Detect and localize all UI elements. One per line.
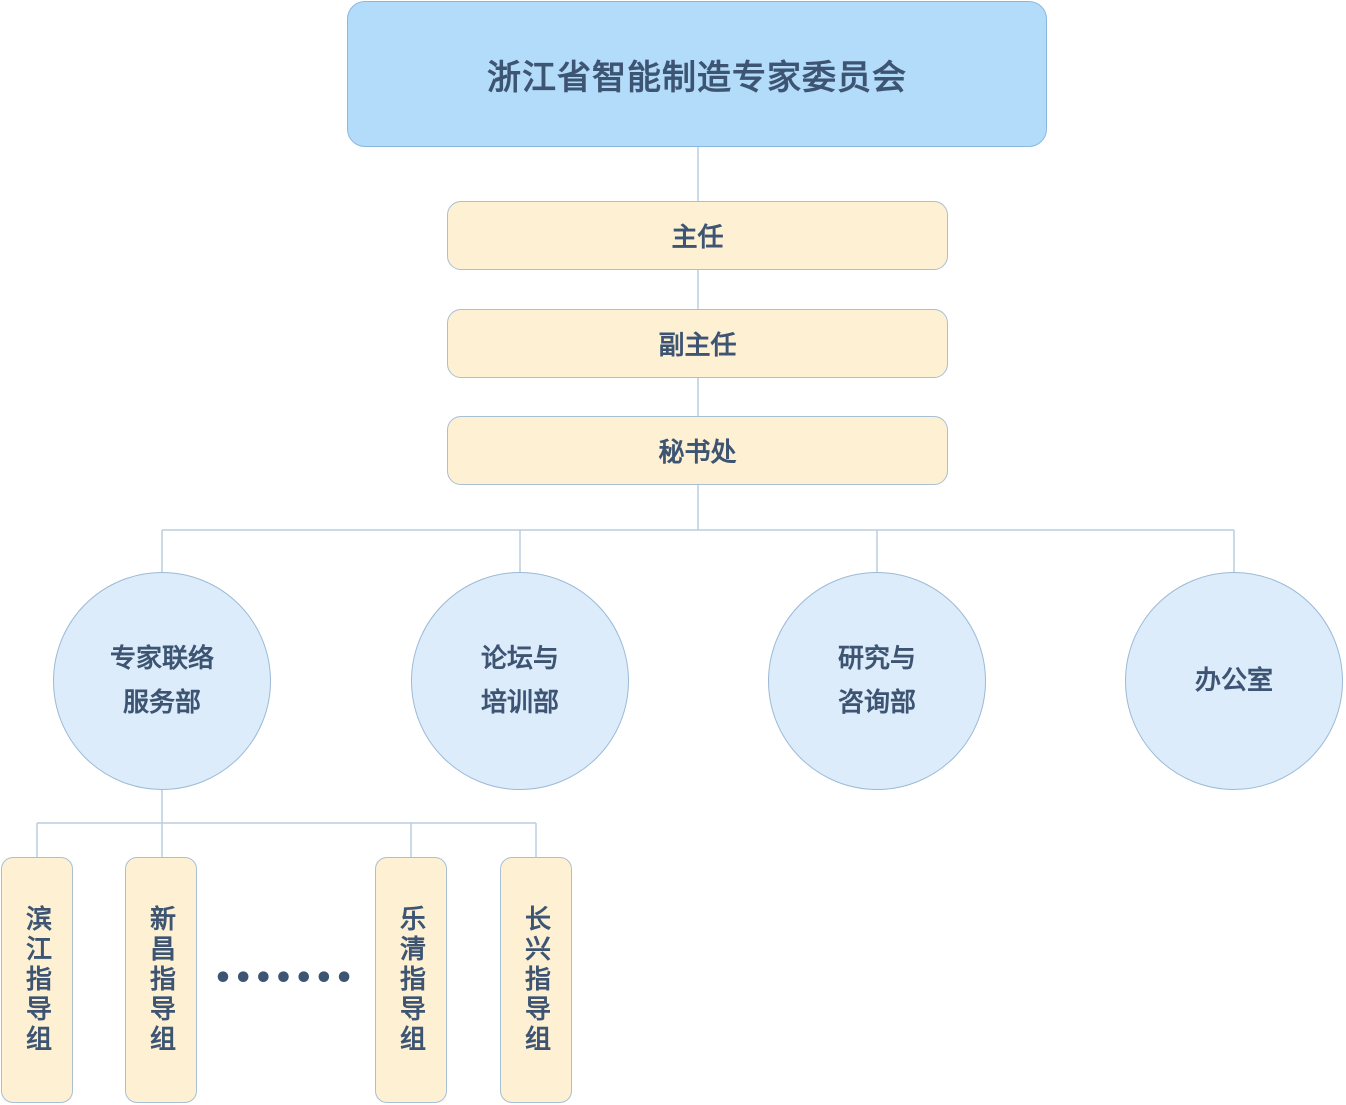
dept-expert-liaison: 专家联络 服务部 <box>53 572 271 790</box>
deputy-director-label: 副主任 <box>658 331 737 361</box>
dept-research-consulting-line2: 咨询部 <box>837 688 916 718</box>
director-label: 主任 <box>671 223 724 253</box>
committee-title: 浙江省智能制造专家委员会 <box>487 57 907 98</box>
group-binjiang-label: 滨江指导组 <box>21 905 52 1055</box>
dept-forum-training: 论坛与 培训部 <box>411 572 629 790</box>
dept-forum-training-line2: 培训部 <box>480 688 559 718</box>
director-box: 主任 <box>447 201 948 270</box>
dept-office-line1: 办公室 <box>1194 666 1273 696</box>
dept-expert-liaison-line2: 服务部 <box>122 688 201 718</box>
group-changxing: 长兴指导组 <box>500 857 572 1103</box>
secretariat-label: 秘书处 <box>658 438 737 468</box>
group-changxing-label: 长兴指导组 <box>520 905 551 1055</box>
dept-research-consulting: 研究与 咨询部 <box>768 572 986 790</box>
secretariat-box: 秘书处 <box>447 416 948 485</box>
dept-forum-training-line1: 论坛与 <box>480 644 559 674</box>
dept-office: 办公室 <box>1125 572 1343 790</box>
dept-research-consulting-line1: 研究与 <box>837 644 916 674</box>
more-groups-ellipsis: ••••••• <box>213 960 355 996</box>
group-binjiang: 滨江指导组 <box>1 857 73 1103</box>
committee-title-box: 浙江省智能制造专家委员会 <box>347 1 1047 147</box>
deputy-director-box: 副主任 <box>447 309 948 378</box>
dept-expert-liaison-line1: 专家联络 <box>109 644 214 674</box>
group-xinchang-label: 新昌指导组 <box>145 905 176 1055</box>
group-yueqing: 乐清指导组 <box>375 857 447 1103</box>
group-xinchang: 新昌指导组 <box>125 857 197 1103</box>
group-yueqing-label: 乐清指导组 <box>395 905 426 1055</box>
